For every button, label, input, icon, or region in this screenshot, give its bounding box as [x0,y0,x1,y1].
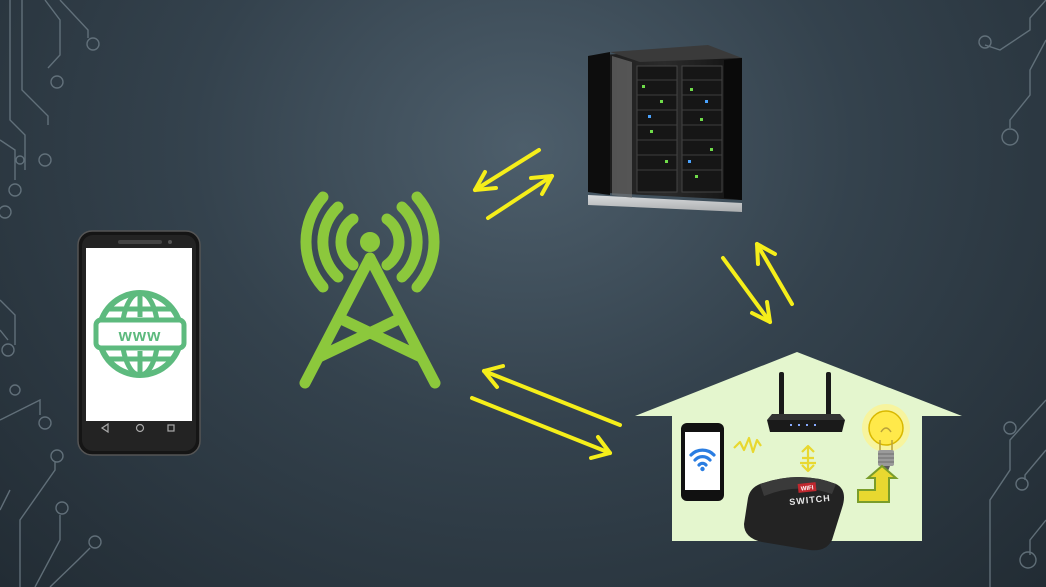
switch-label: SWITCH [789,493,831,507]
arrow-tower-server [473,148,554,220]
wifi-icon [689,448,716,467]
arrow-server-house [721,242,794,324]
arrow-tower-house [470,364,622,460]
globe-www-icon: www [93,290,187,378]
signal-zigzag-icon [733,436,762,454]
light-bulb-icon [862,404,910,471]
vertical-signal-icon [800,444,816,473]
globe-www-label: www [118,326,162,345]
phone-nav-buttons [100,422,175,434]
wifi-router-icon [767,372,845,432]
smart-switch-device: WIFI SWITCH [744,477,844,551]
home-phone-wifi [681,423,724,501]
bent-arrow-icon [857,464,899,503]
switch-brand-badge: WIFI [801,485,815,492]
